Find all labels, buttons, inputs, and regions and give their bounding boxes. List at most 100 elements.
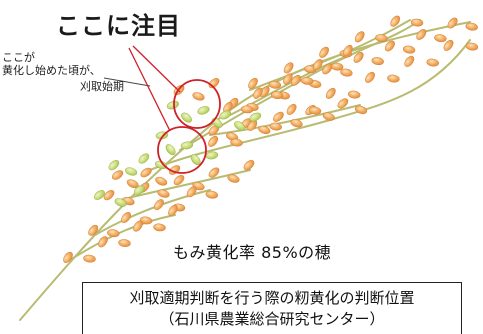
ripe-grain	[387, 74, 400, 83]
ripe-grain	[208, 135, 218, 147]
ripe-grain	[404, 55, 415, 67]
note-line-1: ここが	[2, 51, 35, 64]
headline: ここに注目	[56, 12, 181, 40]
pointer-lines	[128, 45, 181, 132]
ripe-grain	[410, 18, 424, 27]
ripe-grain	[308, 106, 322, 115]
ripe-grain	[290, 119, 303, 128]
green-grain	[181, 112, 192, 123]
ripe-grain	[290, 75, 301, 86]
highlight-circle-upper	[173, 79, 221, 129]
green-grain	[93, 190, 105, 200]
ripe-grain	[63, 251, 73, 263]
green-grain	[180, 141, 194, 150]
ripe-grain	[121, 212, 131, 223]
highlight-circle-lower	[157, 126, 207, 174]
ripe-grain	[133, 220, 143, 232]
ripe-grain	[337, 98, 349, 109]
ripe-grain	[112, 170, 124, 180]
green-grain	[133, 185, 145, 195]
caption: もみ黄化率 85%の穂	[173, 243, 332, 262]
ripe-grain	[426, 58, 439, 67]
rice-grains	[63, 15, 479, 263]
green-grain	[166, 100, 179, 110]
ripe-grain	[258, 125, 271, 135]
green-grain	[108, 160, 120, 171]
note-leader	[103, 77, 151, 87]
ripe-grain	[371, 57, 384, 66]
ripe-grain	[354, 31, 365, 43]
ripe-grain	[192, 92, 205, 101]
ripe-grain	[384, 40, 395, 52]
ripe-grain	[186, 186, 197, 198]
ripe-grain	[465, 22, 478, 31]
ripe-grain	[173, 175, 185, 186]
ripe-grain	[205, 190, 219, 199]
ripe-grain	[322, 63, 333, 75]
ripe-grain	[343, 44, 353, 57]
ripe-grain	[83, 254, 96, 263]
ripe-grain	[168, 204, 178, 216]
ripe-grain	[270, 91, 284, 99]
green-grain	[219, 110, 232, 120]
note-line-3: 刈取始期	[80, 80, 124, 93]
source-box-title: 刈取適期判断を行う際の籾黄化の判断位置	[129, 289, 415, 307]
ripe-grain	[248, 77, 258, 89]
pointer-line-upper	[132, 45, 181, 93]
ripe-grain	[88, 224, 99, 236]
ripe-grain	[286, 103, 297, 115]
ripe-grain	[153, 223, 166, 232]
ripe-grain	[118, 239, 131, 247]
ripe-grain	[227, 174, 240, 183]
ripe-grain	[139, 216, 153, 225]
green-grain	[190, 154, 201, 166]
ripe-grain	[283, 73, 293, 85]
ripe-grain	[157, 189, 170, 198]
pointer-line-lower	[128, 47, 171, 132]
ripe-grain	[155, 176, 168, 186]
ripe-grain	[354, 105, 368, 115]
ripe-grain	[208, 167, 220, 178]
ripe-grain	[313, 59, 323, 71]
ripe-grain	[98, 236, 108, 248]
ripe-grain	[269, 122, 282, 131]
ripe-grain	[240, 105, 254, 114]
ripe-grain	[268, 80, 282, 89]
source-box-source: （石川県農業総合研究センター）	[159, 310, 385, 328]
ripe-grain	[107, 229, 120, 238]
ripe-grain	[390, 15, 401, 27]
ripe-grain	[283, 62, 294, 74]
ripe-grain	[230, 138, 243, 147]
ripe-grain	[322, 112, 335, 121]
ripe-grain	[347, 90, 361, 99]
green-grain	[165, 144, 176, 156]
ripe-grain	[416, 29, 427, 40]
ripe-grain	[330, 62, 344, 71]
ripe-grain	[226, 132, 239, 141]
ripe-grain	[140, 167, 152, 178]
ripe-grain	[273, 111, 284, 122]
ripe-grain	[325, 87, 336, 99]
ripe-grain	[447, 17, 458, 29]
ripe-grain	[340, 68, 353, 77]
highlight-circles	[157, 79, 221, 174]
ripe-grain	[402, 45, 416, 54]
ripe-grain	[443, 39, 454, 51]
green-grain	[114, 198, 127, 207]
ripe-grain	[319, 46, 329, 58]
ripe-grain	[103, 190, 115, 201]
green-grain	[249, 112, 262, 122]
green-grain	[138, 153, 150, 164]
green-grain	[125, 167, 138, 176]
ripe-grain	[375, 34, 388, 42]
green-grain	[197, 106, 210, 115]
green-grain	[234, 121, 246, 131]
source-box: 刈取適期判断を行う際の籾黄化の判断位置 （石川県農業総合研究センター）	[82, 282, 462, 334]
note-line-2: 黄化し始めた頃が、	[2, 64, 101, 77]
ripe-grain	[300, 77, 314, 85]
ripe-grain	[465, 42, 479, 51]
ripe-grain	[153, 199, 164, 211]
ripe-grain	[253, 87, 263, 99]
